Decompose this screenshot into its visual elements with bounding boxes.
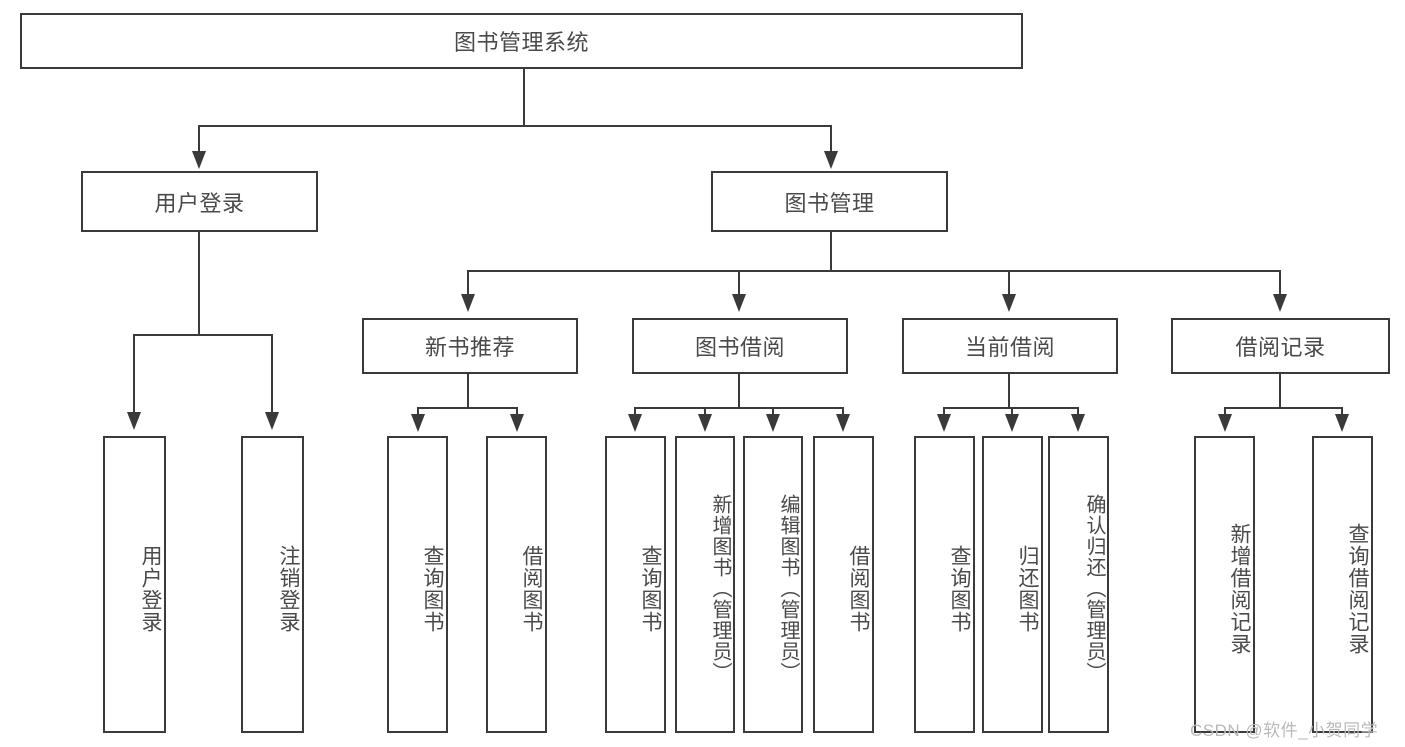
leaf-add-borrow-record[interactable]: 新增借阅记录 xyxy=(1194,436,1255,733)
node-label: 查询图书 xyxy=(421,544,444,633)
connector-level2-bus xyxy=(467,270,1280,272)
node-label: 用户登录 xyxy=(139,544,162,633)
connector-user-login-stem xyxy=(198,232,200,335)
connector-book-management-stem xyxy=(830,232,832,271)
connector-current-borrow-drop-2 xyxy=(1011,407,1013,417)
arrow-to-leaf-confirm-return xyxy=(1071,414,1085,432)
node-current-borrow[interactable]: 当前借阅 xyxy=(902,318,1118,374)
connector-new-book-stem xyxy=(467,374,469,408)
node-user-login[interactable]: 用户登录 xyxy=(81,171,318,232)
node-label: 当前借阅 xyxy=(964,335,1055,360)
node-label: 用户登录 xyxy=(154,190,245,216)
leaf-query-book-recommend[interactable]: 查询图书 xyxy=(387,436,448,733)
arrow-to-book-management xyxy=(824,151,838,169)
node-label: 新增借阅记录 xyxy=(1228,522,1251,655)
connector-borrow-records-stem xyxy=(1279,374,1281,408)
node-label: 查询借阅记录 xyxy=(1346,522,1369,655)
arrow-to-leaf-borrow-book-1 xyxy=(510,414,524,432)
node-label: 查询图书 xyxy=(948,544,971,633)
arrow-to-user-login xyxy=(192,151,206,169)
arrow-to-leaf-borrow-book-2 xyxy=(836,414,850,432)
connector-book-borrow-bus xyxy=(634,407,844,409)
connector-root-stem xyxy=(523,69,525,126)
arrow-to-leaf-edit-book xyxy=(766,414,780,432)
node-label: 确认归还（管理员） xyxy=(1083,494,1105,683)
node-label: 借阅记录 xyxy=(1235,335,1326,360)
arrow-to-new-book-recommend xyxy=(461,294,475,312)
leaf-borrow-book[interactable]: 借阅图书 xyxy=(813,436,874,733)
arrow-to-leaf-return-book xyxy=(1005,414,1019,432)
leaf-confirm-return-admin[interactable]: 确认归还（管理员） xyxy=(1048,436,1109,733)
arrow-to-leaf-query-record xyxy=(1335,414,1349,432)
arrow-to-leaf-add-record xyxy=(1218,414,1232,432)
connector-new-book-bus xyxy=(417,407,518,409)
node-borrow-records[interactable]: 借阅记录 xyxy=(1171,318,1390,374)
connector-book-borrow-drop-2 xyxy=(704,407,706,417)
node-label: 图书管理系统 xyxy=(453,30,589,55)
node-label: 图书管理 xyxy=(784,190,875,216)
connector-borrow-records-drop-1 xyxy=(1224,407,1226,417)
arrow-to-leaf-user-login xyxy=(127,412,141,430)
node-label: 新书推荐 xyxy=(424,335,515,360)
connector-current-borrow-stem xyxy=(1008,374,1010,408)
arrow-to-borrow-records xyxy=(1273,294,1287,312)
connector-new-book-drop-2 xyxy=(516,407,518,417)
node-label: 借阅图书 xyxy=(520,544,543,633)
node-root-book-management-system[interactable]: 图书管理系统 xyxy=(20,13,1023,69)
arrow-to-leaf-query-book-3 xyxy=(937,414,951,432)
arrow-to-leaf-add-book xyxy=(698,414,712,432)
connector-book-borrow-stem xyxy=(738,374,740,408)
leaf-borrow-book-recommend[interactable]: 借阅图书 xyxy=(486,436,547,733)
node-label: 查询图书 xyxy=(639,544,662,633)
connector-to-book-borrow xyxy=(738,270,740,296)
connector-user-login-drop-2 xyxy=(271,334,273,414)
connector-to-borrow-records xyxy=(1279,270,1281,296)
node-label: 借阅图书 xyxy=(847,544,870,633)
leaf-logout[interactable]: 注销登录 xyxy=(241,436,304,733)
node-label: 编辑图书（管理员） xyxy=(777,494,799,683)
connector-root-bus xyxy=(198,125,832,127)
connector-to-new-book xyxy=(467,270,469,296)
leaf-query-book-current[interactable]: 查询图书 xyxy=(914,436,975,733)
arrow-to-leaf-logout xyxy=(265,412,279,430)
connector-current-borrow-bus xyxy=(943,407,1077,409)
node-new-book-recommend[interactable]: 新书推荐 xyxy=(362,318,578,374)
arrow-to-leaf-query-book-1 xyxy=(411,414,425,432)
node-book-borrow[interactable]: 图书借阅 xyxy=(632,318,848,374)
node-label: 图书借阅 xyxy=(694,335,785,360)
connector-current-borrow-drop-3 xyxy=(1077,407,1079,417)
connector-book-borrow-drop-3 xyxy=(772,407,774,417)
node-label: 注销登录 xyxy=(277,544,300,633)
connector-new-book-drop-1 xyxy=(417,407,419,417)
leaf-query-book-borrow[interactable]: 查询图书 xyxy=(605,436,666,733)
leaf-edit-book-admin[interactable]: 编辑图书（管理员） xyxy=(743,436,803,733)
arrow-to-book-borrow xyxy=(732,294,746,312)
connector-user-login-drop-1 xyxy=(133,334,135,414)
arrow-to-leaf-query-book-2 xyxy=(628,414,642,432)
node-book-management[interactable]: 图书管理 xyxy=(711,171,948,232)
connector-current-borrow-drop-1 xyxy=(943,407,945,417)
connector-to-current-borrow xyxy=(1008,270,1010,296)
leaf-query-borrow-record[interactable]: 查询借阅记录 xyxy=(1312,436,1373,733)
connector-book-borrow-drop-4 xyxy=(842,407,844,417)
connector-root-to-user-login xyxy=(198,125,200,153)
leaf-user-login[interactable]: 用户登录 xyxy=(103,436,166,733)
node-label: 新增图书（管理员） xyxy=(709,494,731,683)
connector-book-borrow-drop-1 xyxy=(634,407,636,417)
leaf-add-book-admin[interactable]: 新增图书（管理员） xyxy=(675,436,735,733)
connector-borrow-records-drop-2 xyxy=(1341,407,1343,417)
watermark-csdn: CSDN @软件_小贺同学 xyxy=(1190,721,1379,740)
arrow-to-current-borrow xyxy=(1002,294,1016,312)
node-label: 归还图书 xyxy=(1016,544,1039,633)
connector-root-to-book-management xyxy=(830,125,832,153)
connector-borrow-records-bus xyxy=(1224,407,1342,409)
leaf-return-book[interactable]: 归还图书 xyxy=(982,436,1043,733)
connector-user-login-bus xyxy=(133,334,272,336)
